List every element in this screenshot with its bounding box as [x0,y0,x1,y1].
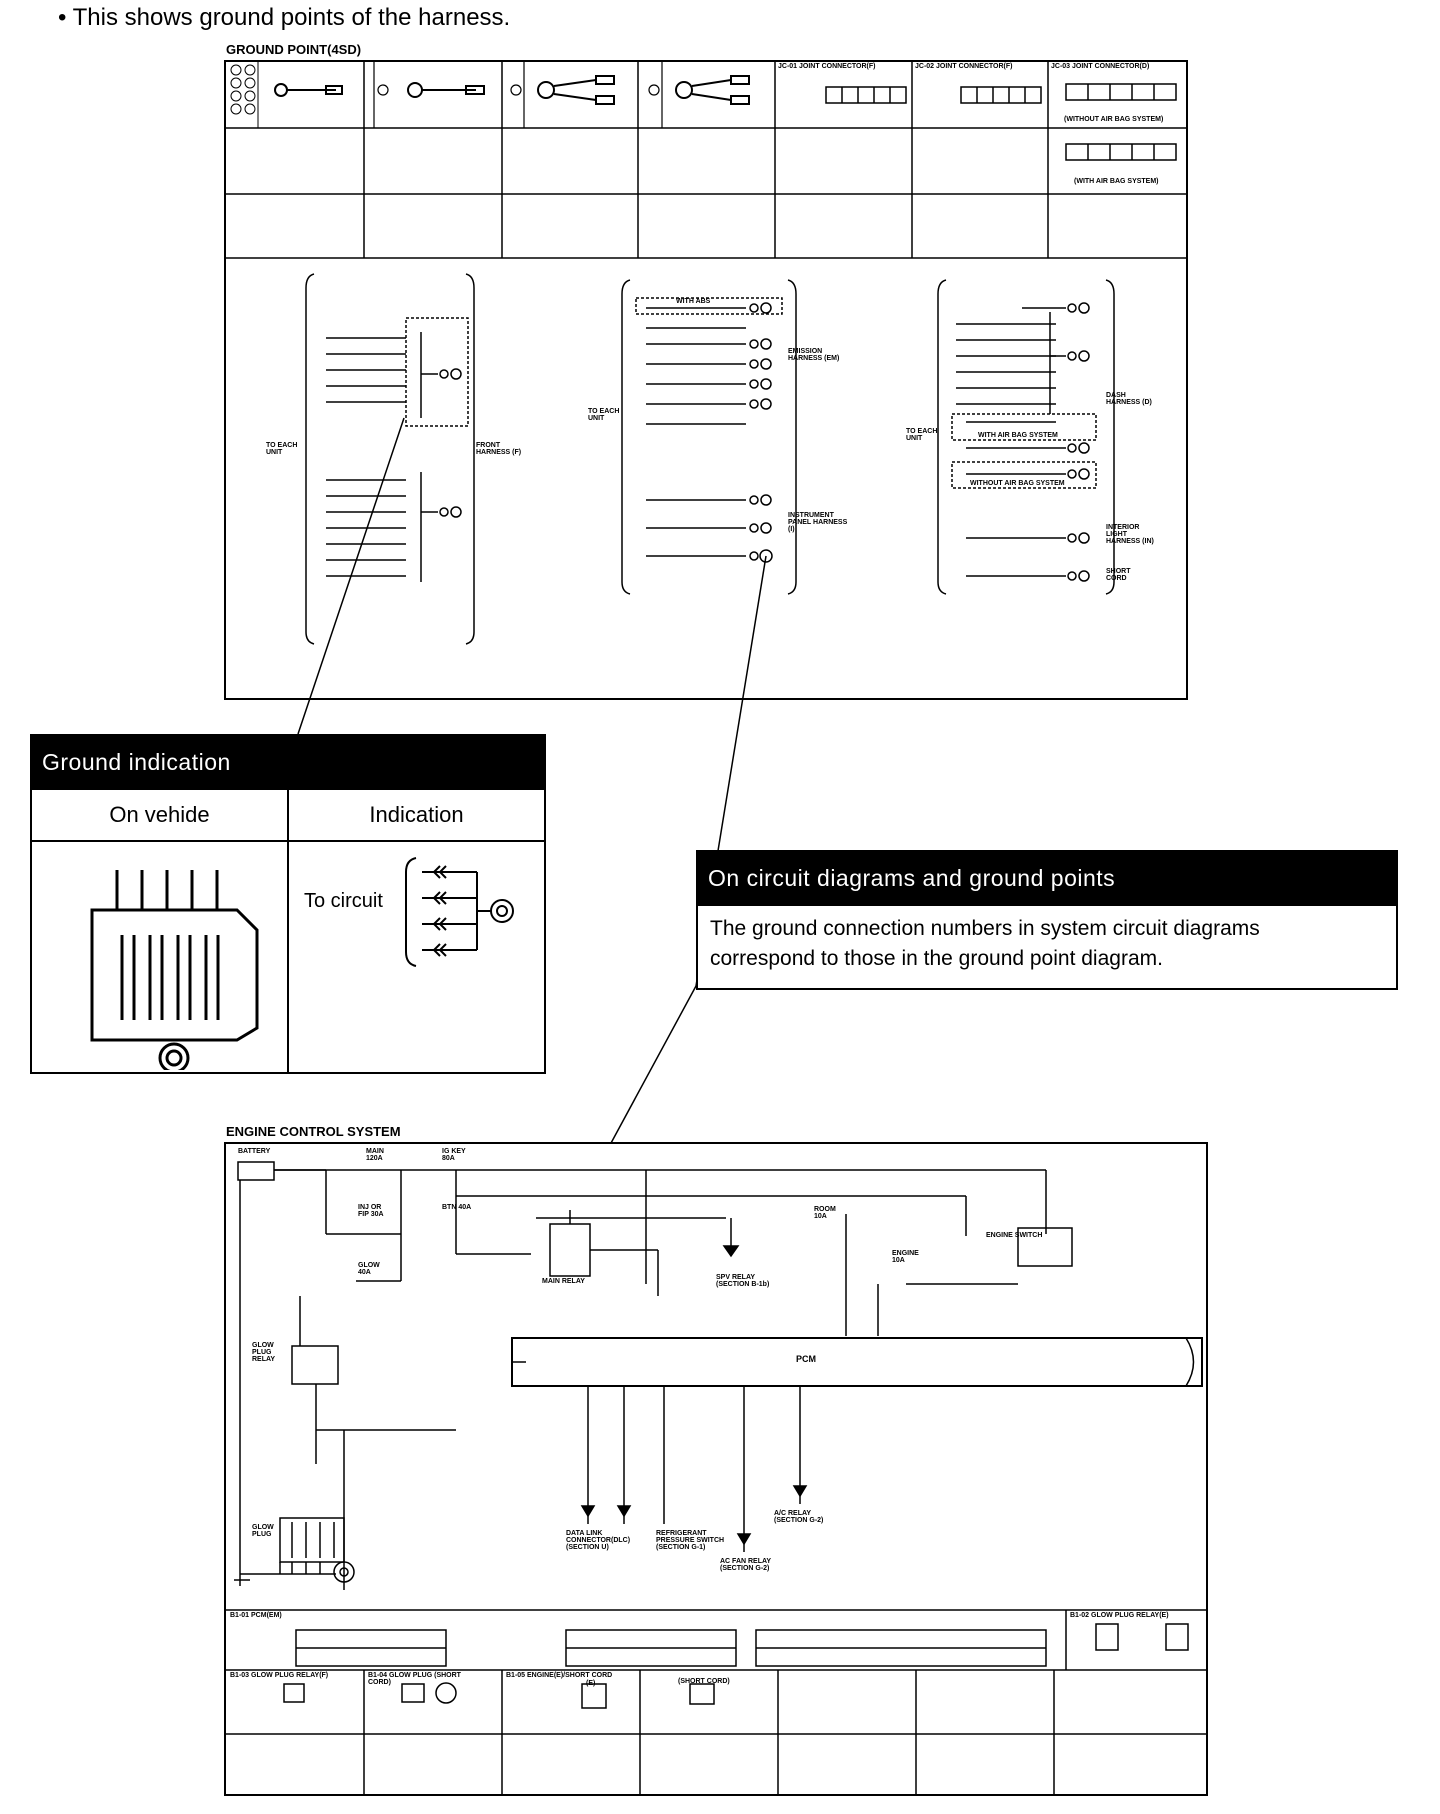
glow-plug-relay-label: GLOW PLUG RELAY [252,1342,276,1363]
btn-fuse-label: BTN 40A [442,1204,472,1211]
intro-text: • This shows ground points of the harnes… [58,4,511,31]
pcm-label: PCM [796,1354,816,1364]
vehicle-ground-icon [90,870,259,1070]
glow-fuse-label: GLOW 40A [358,1262,380,1276]
without-airbag-system-label: WITHOUT AIR BAG SYSTEM [970,480,1065,487]
glow-plug-label: GLOW PLUG [252,1524,274,1538]
circuit-callout-line2: correspond to those in the ground point … [710,947,1163,970]
with-abs-label: WITH ABS [676,298,711,305]
e-label: (E) [586,1680,596,1687]
main-fuse-label: MAIN 120A [366,1148,384,1162]
to-each-unit-left: TO EACH UNIT [266,442,298,456]
short-cord-label: SHORT CORD [1106,568,1131,582]
dlc-label: DATA LINK CONNECTOR(DLC) (SECTION U) [566,1530,631,1551]
engine-fuse-label: ENGINE 10A [892,1250,919,1264]
ig-key-label: IG KEY 80A [442,1148,466,1162]
conn-gpr-e-label: B1-02 GLOW PLUG RELAY(E) [1070,1612,1169,1619]
front-harness-label: FRONT HARNESS (F) [476,442,522,456]
ground-point-diagram: JC-01 JOINT CONNECTOR(F) JC-02 JOINT CON… [224,60,1188,700]
ground-indication-table: On vehide Indication To circuit [30,790,546,1074]
with-airbag-system-label: WITH AIR BAG SYSTEM [978,432,1058,439]
jc02-label: JC-02 JOINT CONNECTOR(F) [915,63,1013,70]
jc03-label: JC-03 JOINT CONNECTOR(D) [1051,63,1150,70]
engine-switch-label: ENGINE SWITCH [986,1232,1043,1239]
ground-symbol-icon [405,857,514,967]
dash-harness-label: DASH HARNESS (D) [1106,392,1152,406]
emission-harness-label: EMISSION HARNESS (EM) [788,348,840,362]
to-each-unit-middle: TO EACH UNIT [588,408,620,422]
spv-relay-label: SPV RELAY (SECTION B-1b) [716,1274,770,1288]
main-relay-label: MAIN RELAY [542,1278,585,1285]
circuit-callout-body: The ground connection numbers in system … [696,906,1398,990]
col-on-vehicle: On vehide [109,802,210,827]
col-indication: Indication [369,802,464,827]
instrument-panel-harness-label: INSTRUMENT PANEL HARNESS (I) [788,512,848,533]
ground-indication-title: Ground indication [30,734,546,790]
interior-light-harness-label: INTERIOR LIGHT HARNESS (IN) [1106,524,1154,545]
circuit-callout-line1: The ground connection numbers in system … [710,917,1260,940]
engine-control-drawing [226,1161,1206,1794]
with-airbag-label: (WITH AIR BAG SYSTEM) [1074,178,1159,185]
inj-fip-label: INJ OR FIP 30A [358,1204,384,1218]
ac-fan-relay-label: AC FAN RELAY (SECTION G-2) [720,1558,771,1572]
without-airbag-label: (WITHOUT AIR BAG SYSTEM) [1064,116,1164,123]
to-each-unit-right: TO EACH UNIT [906,428,938,442]
refrigerant-switch-label: REFRIGERANT PRESSURE SWITCH (SECTION G-1… [656,1530,725,1551]
conn-pcm-label: B1-01 PCM(EM) [230,1612,282,1619]
ac-relay-label: A/C RELAY (SECTION G-2) [774,1510,824,1524]
conn-gpr-f-label: B1-03 GLOW PLUG RELAY(F) [230,1672,329,1679]
room-fuse-label: ROOM 10A [814,1206,836,1220]
to-circuit-label: To circuit [304,890,383,912]
engine-control-diagram: BATTERY MAIN 120A IG KEY 80A INJ OR FIP … [224,1142,1208,1796]
battery-label: BATTERY [238,1148,271,1155]
jc01-label: JC-01 JOINT CONNECTOR(F) [778,63,876,70]
conn-glow-plug-label: B1-04 GLOW PLUG (SHORT CORD) [368,1672,461,1686]
conn-engine-label: B1-05 ENGINE(E)/SHORT CORD [506,1672,613,1679]
short-cord-conn-label: (SHORT CORD) [678,1678,730,1685]
circuit-callout-title: On circuit diagrams and ground points [696,850,1398,906]
ground-point-drawing [226,62,1186,645]
ground-point-title: GROUND POINT(4SD) [226,42,362,57]
engine-control-title: ENGINE CONTROL SYSTEM [226,1124,401,1139]
